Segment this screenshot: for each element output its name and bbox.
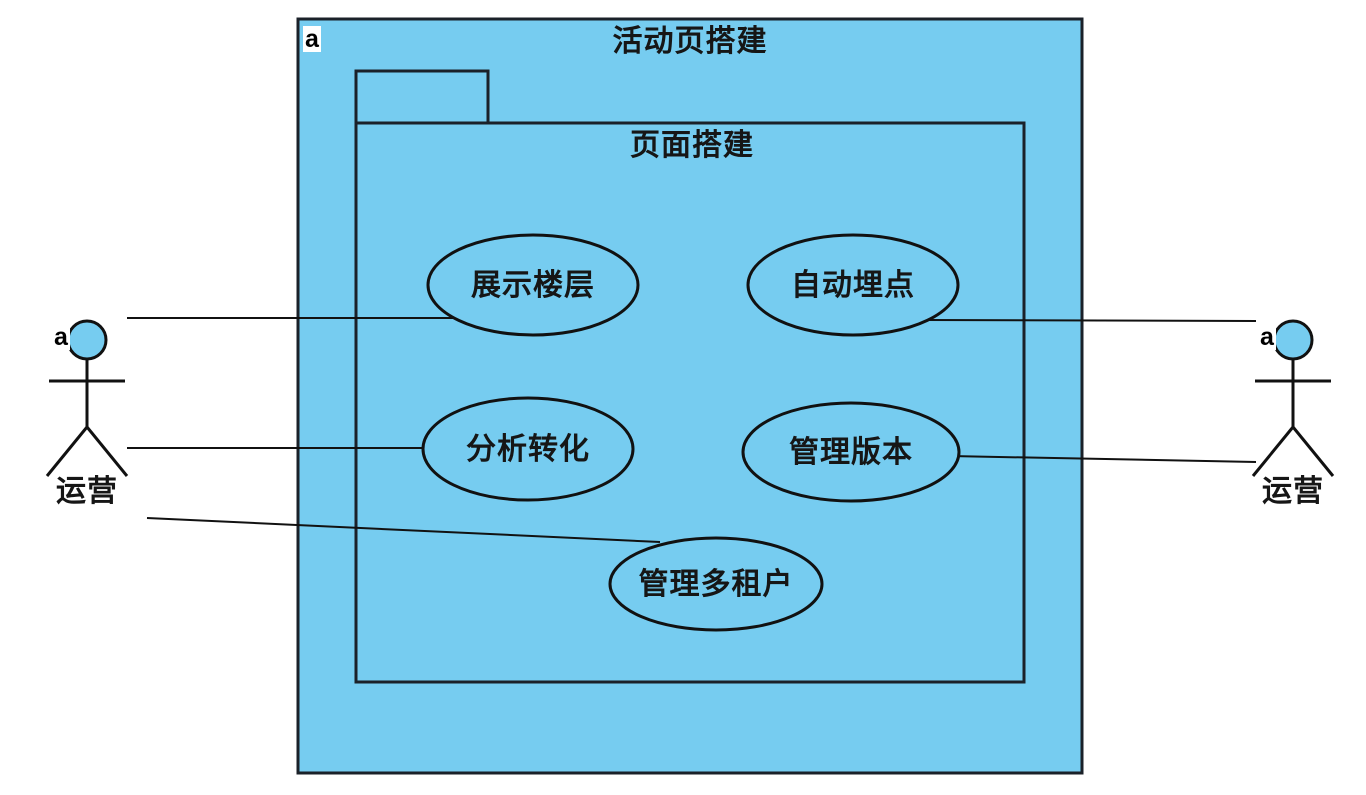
- actor-left-leg: [45, 426, 89, 477]
- usecase-display-floor: [426, 233, 640, 337]
- actor-right-leg: [1291, 426, 1335, 477]
- usecase-manage-versions: [741, 401, 961, 503]
- package-title: 页面搭建: [630, 129, 754, 162]
- association-left-manage-multitenant: [146, 517, 661, 543]
- usecase-label-display-floor: 展示楼层: [471, 269, 595, 302]
- association-right-auto-tracking: [924, 319, 1257, 322]
- actor-left-leg: [85, 426, 129, 477]
- actor-right-badge: a: [1258, 323, 1276, 351]
- system-badge: a: [303, 25, 321, 53]
- actor-right-head: [1272, 319, 1314, 361]
- usecase-analyze-conversion: [421, 396, 635, 502]
- actor-left-head: [66, 319, 108, 361]
- usecase-manage-multitenant: [608, 536, 824, 632]
- usecase-auto-tracking: [746, 233, 960, 337]
- actor-right-label: 运营: [1262, 475, 1324, 508]
- usecase-label-manage-versions: 管理版本: [789, 436, 913, 469]
- usecase-label-analyze-conversion: 分析转化: [466, 433, 590, 466]
- actor-left-label: 运营: [56, 475, 118, 508]
- actor-left-badge: a: [52, 323, 70, 351]
- package-tab: [354, 69, 490, 125]
- actor-right-leg: [1251, 426, 1295, 477]
- usecase-label-manage-multitenant: 管理多租户: [638, 568, 794, 601]
- system-title: 活动页搭建: [612, 25, 768, 58]
- usecase-label-auto-tracking: 自动埋点: [791, 269, 915, 302]
- association-right-manage-versions: [949, 455, 1257, 463]
